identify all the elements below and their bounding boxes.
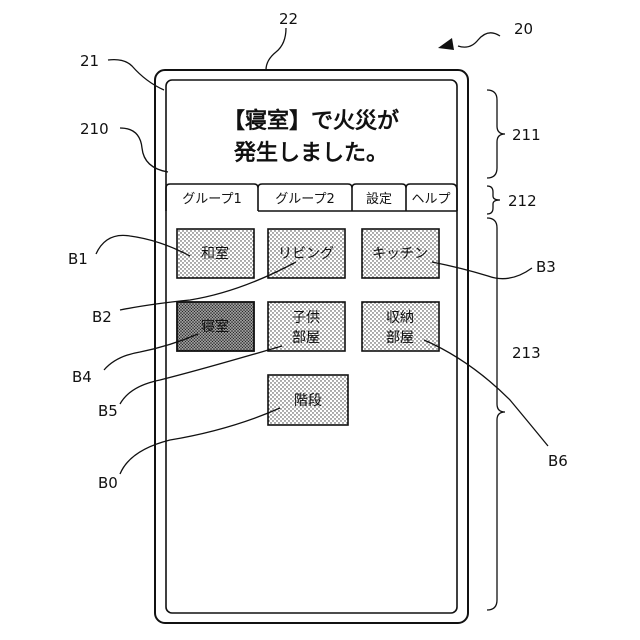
room-button-label: 階段 bbox=[294, 393, 322, 409]
room-button-kitchen[interactable]: キッチン bbox=[362, 229, 439, 278]
room-button-label: リビング bbox=[278, 246, 334, 262]
room-button-stairs[interactable]: 階段 bbox=[268, 375, 348, 425]
room-button-label-line2: 部屋 bbox=[292, 330, 320, 346]
ref-label-22: 22 bbox=[279, 10, 298, 28]
room-button-bedroom-selected[interactable]: 寝室 bbox=[177, 302, 254, 351]
tab-help[interactable]: ヘルプ bbox=[411, 192, 450, 207]
room-button-label-line1: 子供 bbox=[292, 310, 320, 326]
ref-label-B3: B3 bbox=[536, 258, 556, 276]
ref-label-B2: B2 bbox=[92, 308, 112, 326]
room-button-label: 和室 bbox=[201, 245, 229, 262]
arrowhead-20 bbox=[438, 38, 454, 50]
brace-211 bbox=[487, 90, 505, 178]
room-button-label: 寝室 bbox=[201, 318, 229, 335]
alert-message-line1: 【寝室】で火災が bbox=[223, 108, 399, 134]
room-button-label-line2: 部屋 bbox=[386, 330, 414, 346]
brace-212 bbox=[487, 186, 500, 214]
ref-label-B6: B6 bbox=[548, 452, 568, 470]
alert-message-line2: 発生しました。 bbox=[233, 141, 388, 166]
ref-label-20: 20 bbox=[514, 20, 533, 38]
room-button-label-line1: 収納 bbox=[386, 310, 414, 326]
leader-22 bbox=[266, 28, 286, 70]
ref-label-B5: B5 bbox=[98, 402, 118, 420]
room-button-storage-room[interactable]: 収納 部屋 bbox=[362, 302, 439, 351]
ref-label-211: 211 bbox=[512, 126, 541, 144]
room-button-kids-room[interactable]: 子供 部屋 bbox=[268, 302, 345, 351]
leader-20 bbox=[458, 33, 500, 47]
tab-group2[interactable]: グループ2 bbox=[275, 192, 335, 207]
ref-label-212: 212 bbox=[508, 192, 537, 210]
ref-label-B1: B1 bbox=[68, 250, 88, 268]
ref-label-21: 21 bbox=[80, 52, 99, 70]
room-button-label: キッチン bbox=[372, 246, 428, 262]
ref-label-B4: B4 bbox=[72, 368, 92, 386]
ref-label-213: 213 bbox=[512, 344, 541, 362]
tab-group1[interactable]: グループ1 bbox=[182, 192, 242, 207]
ref-label-B0: B0 bbox=[98, 474, 118, 492]
tab-settings[interactable]: 設定 bbox=[366, 191, 392, 207]
ref-label-210: 210 bbox=[80, 120, 109, 138]
room-button-washitsu[interactable]: 和室 bbox=[177, 229, 254, 278]
